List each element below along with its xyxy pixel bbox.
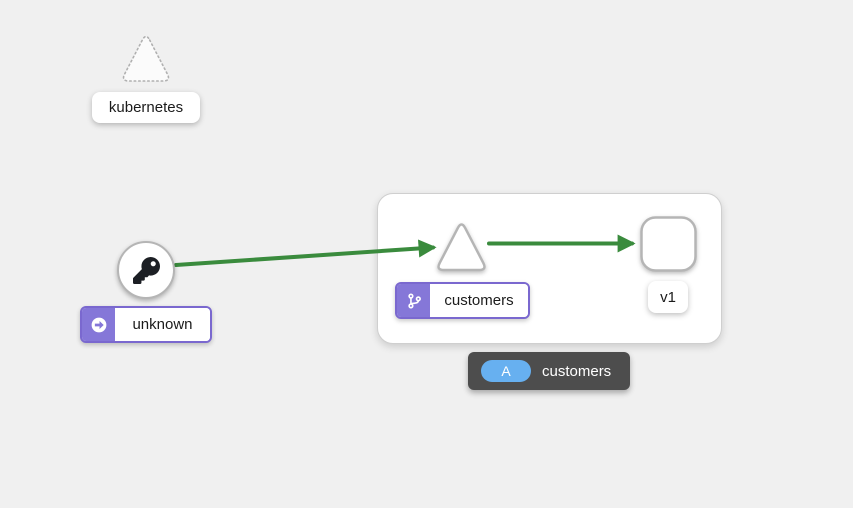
customers-service-triangle-node[interactable] xyxy=(437,223,486,272)
app-tooltip: A customers xyxy=(468,352,630,390)
edge-unknown-to-customers[interactable] xyxy=(174,239,437,267)
customers-label-text: customers xyxy=(430,284,528,317)
traffic-source-badge xyxy=(82,308,115,341)
v1-label-text: v1 xyxy=(660,288,676,306)
unknown-node-label[interactable]: unknown xyxy=(80,306,212,343)
virtual-service-badge xyxy=(397,284,430,317)
key-icon xyxy=(132,256,160,284)
code-branch-icon xyxy=(407,293,421,308)
app-tooltip-text: customers xyxy=(542,362,612,380)
kubernetes-triangle-node[interactable] xyxy=(122,35,170,82)
app-badge: A xyxy=(481,360,531,382)
kubernetes-label-text: kubernetes xyxy=(108,99,184,116)
kubernetes-node-label[interactable]: kubernetes xyxy=(92,92,200,123)
unknown-node[interactable] xyxy=(117,241,175,299)
v1-node-label[interactable]: v1 xyxy=(648,281,688,313)
arrow-circle-right-icon xyxy=(91,317,106,332)
v1-workload-node[interactable] xyxy=(640,216,697,272)
unknown-label-text: unknown xyxy=(115,308,210,341)
customers-service-label[interactable]: customers xyxy=(395,282,530,319)
